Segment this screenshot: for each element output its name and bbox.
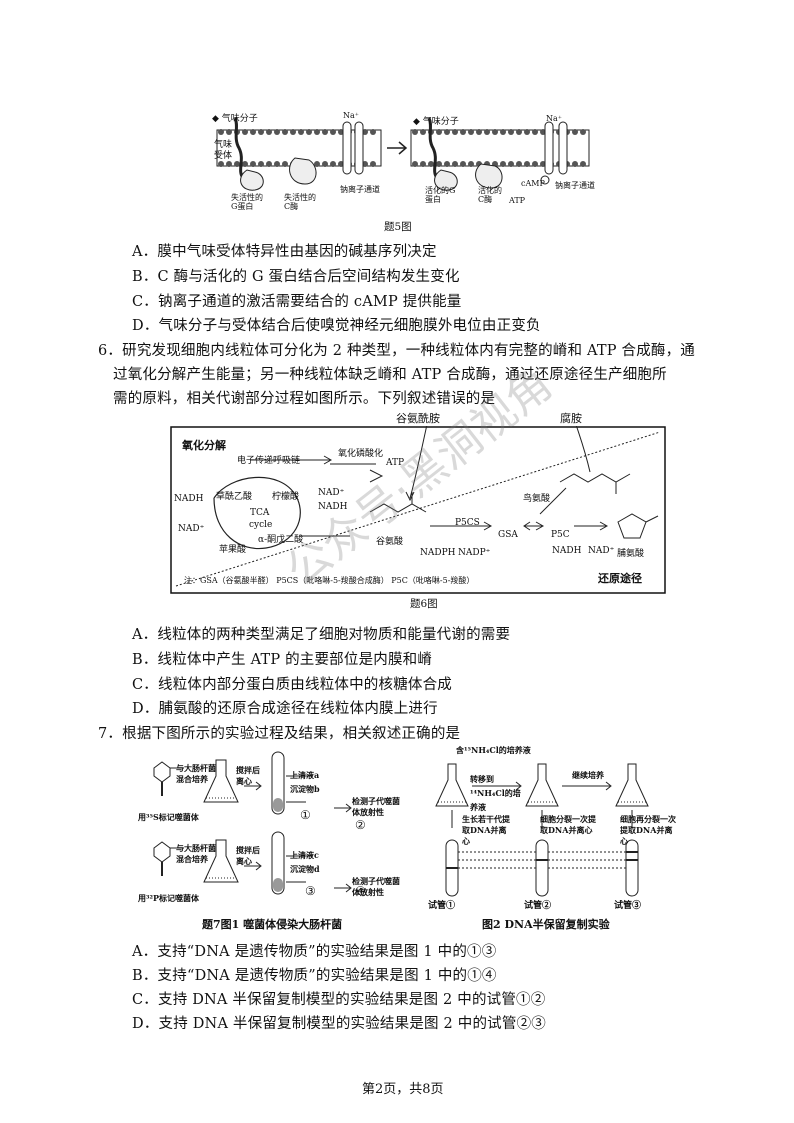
q6-option-c: C．线粒体内部分蛋白质由线粒体中的核糖体合成 — [132, 677, 452, 693]
fig6-p5cs: P5CS — [455, 518, 480, 528]
transition-arrow — [387, 141, 408, 155]
fig5-label-odorant-right: ◆ 气味分子 — [413, 117, 459, 127]
fig6-note: 注：GSA（谷氨酸半醛） P5CS（吡咯啉-5-羧酸合成酶） P5C（吡咯啉-5… — [184, 576, 475, 585]
fig6-nadh-3: NADH — [552, 546, 582, 556]
fig6-gsa: GSA — [498, 530, 518, 540]
fig5-label-na-left: Na⁺ — [343, 111, 359, 120]
figure-6-diagram — [170, 426, 666, 594]
fig5-label-inactive-g: 失活性的G蛋白 — [231, 193, 263, 211]
fig5-label-na-right: Na⁺ — [546, 114, 562, 123]
fig7-1-r2-sup: 上清液c — [290, 850, 319, 860]
fig7-2-transfer: 转移到¹⁴NH₄Cl的培养液 — [470, 774, 521, 812]
page-footer: 第2页，共8页 — [362, 1082, 444, 1097]
q5-option-b: B．C 酶与活化的 G 蛋白结合后空间结构发生变化 — [132, 269, 460, 285]
fig7-1-r2-mix: 与大肠杆菌混合培养 — [176, 843, 216, 864]
fig7-1-r1-ppt: 沉淀物b — [290, 784, 320, 794]
fig6-oxphos: 氧化磷酸化 — [338, 449, 384, 459]
fig7-1-r1-mix: 与大肠杆菌混合培养 — [176, 763, 216, 784]
fig6-glutamate: 谷氨酸 — [376, 537, 404, 547]
fig6-malate: 苹果酸 — [219, 545, 247, 555]
fig7-2-caption: 图2 DNA半保留复制实验 — [482, 918, 610, 931]
q7-option-a: A．支持“DNA 是遗传物质”的实验结果是图 1 中的①③ — [132, 944, 497, 960]
fig5-label-channel-right: 钠离子通道 — [555, 181, 595, 190]
fig6-oxidation: 氧化分解 — [182, 439, 226, 452]
fig6-nad-1: NAD⁺ — [318, 488, 345, 498]
fig6-nadph: NADPH — [420, 548, 456, 558]
fig7-1-r2-detect: 检测子代噬菌体放射性 — [352, 876, 400, 897]
fig7-1-r1-label: 用³⁵S标记噬菌体 — [138, 812, 199, 822]
fig5-label-channel-left: 钠离子通道 — [340, 185, 380, 194]
fig6-label-glutamine: 谷氨酰胺 — [396, 412, 440, 425]
fig7-1-r1-detect: 检测子代噬菌体放射性 — [352, 796, 400, 817]
fig7-2-gen: 生长若干代提取DNA并离心 — [462, 814, 510, 846]
q6-stem-line-2: 过氧化分解产生能量；另一种线粒体缺乏嵴和 ATP 合成酶，通过还原途径生产细胞所 — [113, 367, 667, 383]
figure-7-1-diagram — [153, 751, 352, 895]
fig6-nad-2: NAD⁺ — [178, 524, 205, 534]
fig7-2-tube-3: 试管③ — [614, 901, 642, 911]
fig6-akg: α-酮戊二酸 — [258, 535, 304, 545]
q7-option-c: C．支持 DNA 半保留复制模型的实验结果是图 2 中的试管①② — [132, 992, 546, 1008]
q5-option-d: D．气味分子与受体结合后使嗅觉神经元细胞膜外电位由正变负 — [132, 318, 541, 334]
fig6-label-putrescine: 腐胺 — [560, 412, 582, 425]
fig7-1-circle-2: ② — [355, 818, 366, 832]
fig6-oxaloacetate: 草酰乙酸 — [216, 492, 253, 502]
fig7-1-circle-1: ① — [300, 808, 311, 822]
fig5-label-odorant-left: ◆ 气味分子 — [212, 114, 258, 124]
fig5-label-receptor: 气味受体 — [214, 140, 233, 161]
figure-7-2-diagram — [435, 763, 649, 897]
fig6-p5c: P5C — [551, 530, 570, 540]
fig7-1-row-1 — [153, 751, 352, 815]
fig7-1-r2-stir: 搅拌后离心 — [236, 845, 260, 866]
fig5-label-camp: cAMP — [521, 179, 545, 188]
fig6-etc: 电子传递呼吸链 — [237, 456, 301, 466]
fig7-2-div1: 细胞分裂一次提取DNA并离心 — [540, 814, 596, 835]
q5-option-c: C．钠离子通道的激活需要结合的 cAMP 提供能量 — [132, 294, 462, 310]
fig7-2-tube-1: 试管① — [428, 901, 456, 911]
fig6-reduction: 还原途径 — [598, 572, 642, 585]
fig7-2-div2: 细胞再分裂一次提取DNA并离心 — [620, 814, 676, 846]
fig7-2-continue: 继续培养 — [572, 770, 604, 780]
fig6-nadh-2: NADH — [318, 502, 348, 512]
fig6-citrate: 柠檬酸 — [272, 492, 300, 502]
fig6-ornithine: 鸟氨酸 — [523, 494, 551, 504]
fig7-1-caption: 题7图1 噬菌体侵染大肠杆菌 — [202, 918, 343, 931]
fig7-1-circle-3: ③ — [305, 884, 316, 898]
membrane-left — [216, 117, 382, 191]
fig6-nad-3: NAD⁺ — [588, 546, 615, 556]
q7-option-b: B．支持“DNA 是遗传物质”的实验结果是图 1 中的①④ — [132, 968, 497, 984]
fig7-2-top: 含¹⁵NH₄Cl的培养液 — [456, 745, 531, 755]
fig7-1-row-2 — [153, 831, 352, 895]
q6-stem-line-1: 6．研究发现细胞内线粒体可分化为 2 种类型，一种线粒体内有完整的嵴和 ATP … — [98, 343, 695, 359]
fig5-label-active-c: 活化的C酶 — [478, 186, 502, 204]
fig7-2-tube-2: 试管② — [524, 901, 552, 911]
q6-option-a: A．线粒体的两种类型满足了细胞对物质和能量代谢的需要 — [132, 627, 511, 643]
q7-option-d: D．支持 DNA 半保留复制模型的实验结果是图 2 中的试管②③ — [132, 1016, 546, 1032]
fig6-nadp: NADP⁺ — [458, 548, 491, 558]
q6-option-d: D．脯氨酸的还原合成途径在线粒体内膜上进行 — [132, 701, 438, 717]
fig7-1-r1-sup: 上清液a — [290, 770, 320, 780]
fig7-1-r2-label: 用³²P标记噬菌体 — [138, 893, 200, 903]
fig6-tca: TCA — [250, 508, 270, 518]
q7-stem: 7．根据下图所示的实验过程及结果，相关叙述正确的是 — [98, 726, 461, 742]
fig5-label-active-g: 活化的G蛋白 — [425, 186, 456, 204]
fig5-label-inactive-c: 失活性的C酶 — [284, 193, 316, 211]
fig5-caption: 题5图 — [384, 221, 412, 233]
fig6-proline: 脯氨酸 — [617, 549, 645, 559]
fig6-nadh-1: NADH — [174, 494, 204, 504]
fig7-1-circle-4: ④ — [355, 884, 366, 898]
figure-5-diagram — [216, 117, 590, 191]
fig6-caption: 题6图 — [410, 598, 438, 610]
q5-option-a: A．膜中气味受体特异性由基因的碱基序列决定 — [132, 244, 437, 260]
fig7-1-r2-ppt: 沉淀物d — [290, 864, 320, 874]
fig6-cycle: cycle — [249, 520, 273, 530]
membrane-right — [410, 117, 590, 191]
fig5-label-atp: ATP — [509, 196, 526, 205]
fig7-1-r1-stir: 搅拌后离心 — [236, 765, 260, 786]
fig6-atp: ATP — [386, 458, 405, 468]
q6-stem-line-3: 需的原料，相关代谢部分过程如图所示。下列叙述错误的是 — [113, 391, 496, 407]
q6-option-b: B．线粒体中产生 ATP 的主要部位是内膜和嵴 — [132, 652, 433, 668]
